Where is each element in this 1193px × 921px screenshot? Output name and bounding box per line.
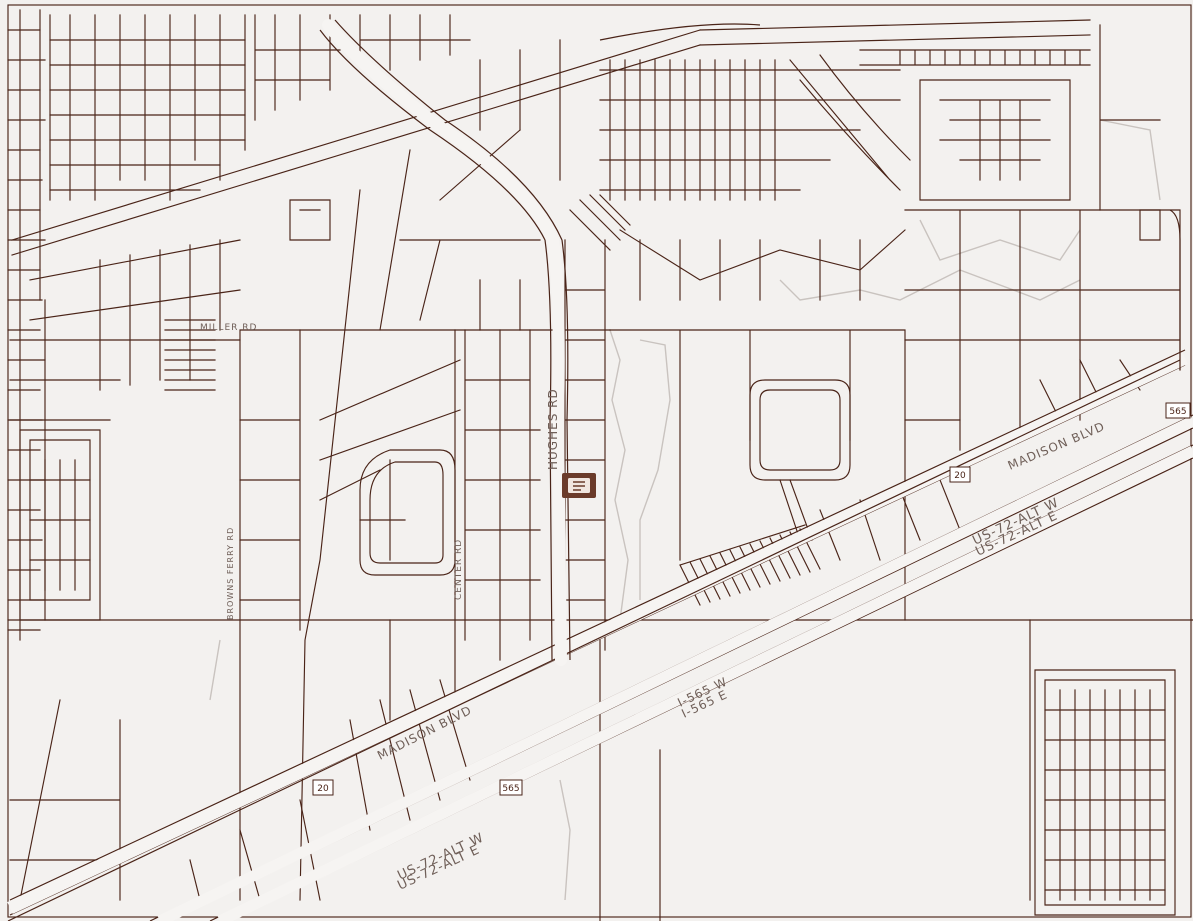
label-hughes-rd: HUGHES RD — [546, 388, 560, 470]
interstate-565-shield-east: 565 — [1165, 402, 1191, 419]
route-20-shield-west: 20 — [312, 779, 334, 796]
svg-text:565: 565 — [1169, 407, 1186, 417]
label-browns-ferry-rd: BROWNS FERRY RD — [226, 527, 235, 620]
roads — [7, 19, 1193, 921]
interstate-565-shield-west: 565 — [499, 779, 523, 796]
label-center-rd: CENTER RD — [454, 539, 464, 600]
grey-paths — [209, 119, 1161, 901]
label-miller-rd: MILLER RD — [200, 323, 257, 333]
svg-text:20: 20 — [954, 471, 966, 481]
parcel-lines — [7, 9, 1193, 921]
svg-text:565: 565 — [502, 784, 519, 794]
svg-text:20: 20 — [317, 784, 329, 794]
route-20-shield-east: 20 — [949, 466, 971, 483]
info-marker-icon[interactable] — [562, 473, 596, 498]
